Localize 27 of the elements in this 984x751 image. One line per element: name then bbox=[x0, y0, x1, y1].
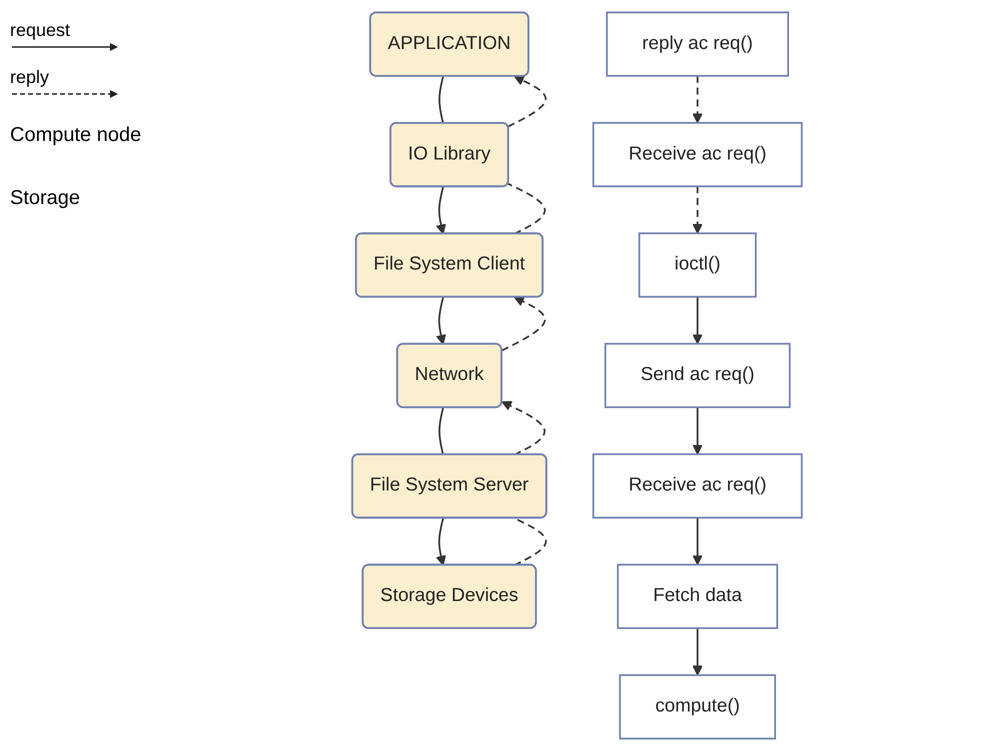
connector bbox=[438, 76, 444, 124]
arrow bbox=[436, 297, 446, 345]
arrow bbox=[692, 296, 703, 344]
legend-label: reply bbox=[10, 67, 50, 88]
node-box: reply ac req() bbox=[606, 12, 790, 77]
connector bbox=[438, 408, 444, 456]
node-box: Receive ac req() bbox=[592, 453, 803, 519]
arrow bbox=[436, 518, 446, 566]
arrow bbox=[508, 76, 546, 128]
connector bbox=[514, 517, 547, 566]
arrow bbox=[692, 76, 703, 124]
arrow bbox=[436, 186, 446, 234]
group-label: Compute node bbox=[10, 124, 142, 147]
arrow bbox=[692, 407, 703, 455]
arrow bbox=[692, 628, 703, 676]
arrow bbox=[502, 401, 546, 456]
arrow bbox=[692, 186, 703, 234]
node-box: ioctl() bbox=[638, 232, 757, 298]
arrow bbox=[692, 518, 703, 566]
group-label: Storage bbox=[10, 187, 80, 210]
arrow bbox=[502, 296, 546, 352]
node-box: Fetch data bbox=[616, 564, 778, 630]
node-box: Send ac req() bbox=[604, 342, 791, 408]
node-box: compute() bbox=[619, 674, 776, 740]
connector bbox=[508, 182, 546, 235]
legend-label: request bbox=[10, 20, 72, 41]
node-box: Receive ac req() bbox=[592, 122, 803, 188]
